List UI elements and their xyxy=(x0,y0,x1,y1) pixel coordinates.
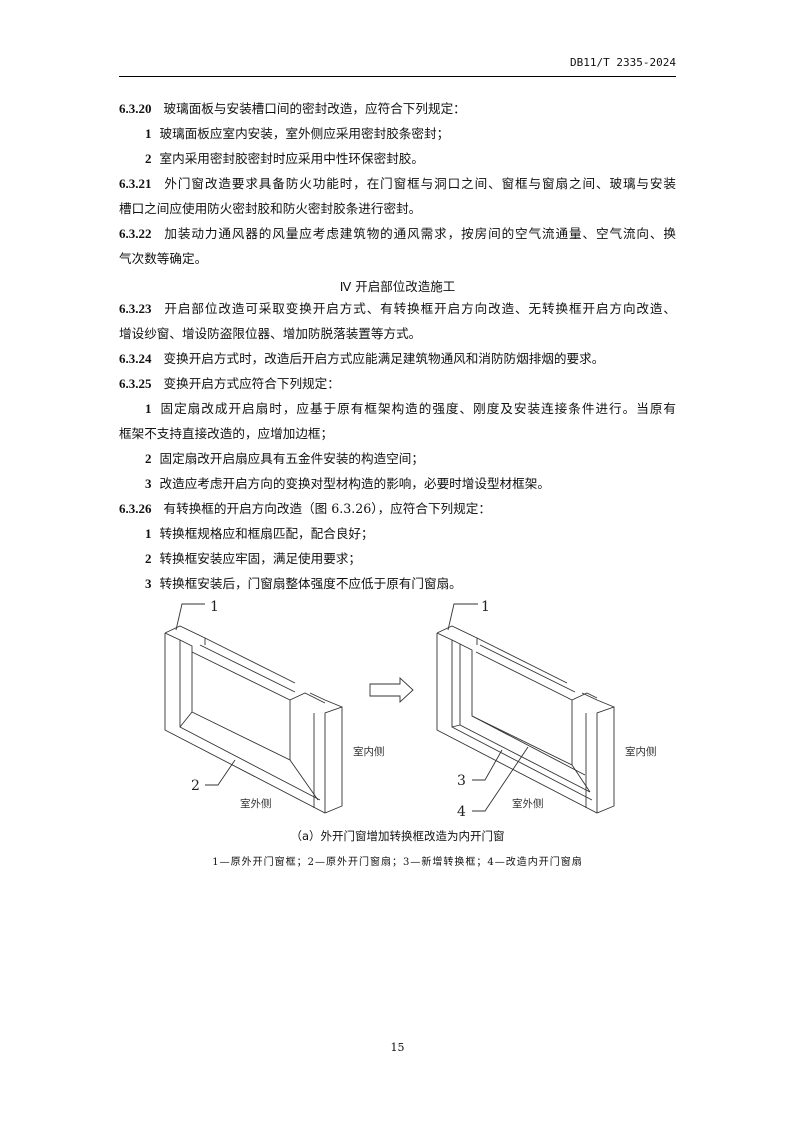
item-text: 转换框安装应牢固，满足使用要求； xyxy=(159,551,362,566)
clause-number: 6.3.20 xyxy=(119,101,152,116)
item-number: 2 xyxy=(145,151,152,166)
label-4: 4 xyxy=(457,804,466,820)
list-item: 3 改造应考虑开启方向的变换对型材构造的影响，必要时增设型材框架。 xyxy=(119,476,676,492)
clause-6-3-25: 6.3.25 变换开启方式应符合下列规定： xyxy=(119,376,676,392)
item-text: 转换框安装后，门窗扇整体强度不应低于原有门窗扇。 xyxy=(159,576,462,591)
clause-text: 变换开启方式应符合下列规定： xyxy=(163,376,340,391)
indoor-label-left: 室内侧 xyxy=(353,745,385,758)
figure-legend: 1—原外开门窗框；2—原外开门窗扇；3—新增转换框；4—改造内开门窗扇 xyxy=(212,857,583,868)
label-3: 3 xyxy=(457,773,466,789)
original-window-frame xyxy=(164,625,343,814)
leader-lines xyxy=(175,603,529,812)
list-item: 3 转换框安装后，门窗扇整体强度不应低于原有门窗扇。 xyxy=(119,576,676,592)
list-item: 2 转换框安装应牢固，满足使用要求； xyxy=(119,551,676,567)
clause-6-3-23: 6.3.23 开启部位改造可采取变换开启方式、有转换框开启方向改造、无转换框开启方… xyxy=(119,301,676,317)
clause-number: 6.3.23 xyxy=(119,301,152,316)
clause-number: 6.3.24 xyxy=(119,351,152,366)
section-heading: Ⅳ 开启部位改造施工 xyxy=(339,279,456,294)
item-number: 1 xyxy=(145,126,152,141)
clause-number: 6.3.25 xyxy=(119,376,152,391)
page-number: 15 xyxy=(390,1041,405,1054)
clause-continuation: 增设纱窗、增设防盗限位器、增加防脱落装置等方式。 xyxy=(119,326,422,341)
clause-number: 6.3.22 xyxy=(119,226,152,241)
clause-number: 6.3.21 xyxy=(119,176,152,191)
clause-text: 玻璃面板与安装槽口间的密封改造，应符合下列规定： xyxy=(163,101,466,116)
label-1-right: 1 xyxy=(481,599,490,615)
item-text: 改造应考虑开启方向的变换对型材构造的影响，必要时增设型材框架。 xyxy=(159,476,550,491)
item-number: 2 xyxy=(145,451,152,466)
figure-caption: （a）外开门窗增加转换框改造为内开门窗 xyxy=(290,829,505,843)
indoor-label-right: 室内侧 xyxy=(625,745,657,758)
clause-6-3-21: 6.3.21 外门窗改造要求具备防火功能时，在门窗框与洞口之间、窗框与窗扇之间、玻… xyxy=(119,176,676,192)
clause-continuation: 槽口之间应使用防火密封胶和防火密封胶条进行密封。 xyxy=(119,201,422,216)
item-number: 1 xyxy=(145,526,152,541)
item-number: 3 xyxy=(145,576,152,591)
clause-6-3-26: 6.3.26 有转换框的开启方向改造（图 6.3.26），应符合下列规定： xyxy=(119,501,676,517)
item-number: 2 xyxy=(145,551,152,566)
list-item: 2 固定扇改开启扇应具有五金件安装的构造空间； xyxy=(119,451,676,467)
clause-number: 6.3.26 xyxy=(119,501,152,516)
doc-code: DB11/T 2335-2024 xyxy=(570,56,676,69)
outdoor-label-right: 室外侧 xyxy=(512,797,544,810)
item-number: 1 xyxy=(145,401,152,416)
list-item: 1 玻璃面板应室内安装，室外侧应采用密封胶条密封； xyxy=(119,126,676,142)
clause-6-3-24: 6.3.24 变换开启方式时，改造后开启方式应能满足建筑物通风和消防防烟排烟的要求… xyxy=(119,351,676,367)
item-continuation: 框架不支持直接改造的，应增加边框； xyxy=(119,426,334,441)
item-number: 3 xyxy=(145,476,152,491)
label-1-left: 1 xyxy=(210,599,219,615)
list-item: 2 室内采用密封胶密封时应采用中性环保密封胶。 xyxy=(119,151,676,167)
converted-window-frame xyxy=(436,625,615,814)
item-text: 室内采用密封胶密封时应采用中性环保密封胶。 xyxy=(159,151,424,166)
clause-text: 外门窗改造要求具备防火功能时，在门窗框与洞口之间、窗框与窗扇之间、玻璃与安装 xyxy=(163,176,677,191)
label-2: 2 xyxy=(191,778,200,794)
header-rule xyxy=(119,76,676,77)
list-item: 1 固定扇改成开启扇时，应基于原有框架构造的强度、刚度及安装连接条件进行。当原有 xyxy=(119,401,676,417)
clause-text: 有转换框的开启方向改造（图 6.3.26），应符合下列规定： xyxy=(163,501,491,516)
arrow-icon xyxy=(369,676,414,704)
clause-text: 变换开启方式时，改造后开启方式应能满足建筑物通风和消防防烟排烟的要求。 xyxy=(163,351,605,366)
clause-continuation: 气次数等确定。 xyxy=(119,251,208,266)
item-text: 转换框规格应和框扇匹配，配合良好； xyxy=(159,526,374,541)
item-text: 固定扇改成开启扇时，应基于原有框架构造的强度、刚度及安装连接条件进行。当原有 xyxy=(159,401,677,416)
item-text: 固定扇改开启扇应具有五金件安装的构造空间； xyxy=(159,451,424,466)
clause-6-3-22: 6.3.22 加装动力通风器的风量应考虑建筑物的通风需求，按房间的空气流通量、空气… xyxy=(119,226,676,242)
item-text: 玻璃面板应室内安装，室外侧应采用密封胶条密封； xyxy=(159,126,450,141)
list-item: 1 转换框规格应和框扇匹配，配合良好； xyxy=(119,526,676,542)
clause-text: 加装动力通风器的风量应考虑建筑物的通风需求，按房间的空气流通量、空气流向、换 xyxy=(163,226,677,241)
clause-text: 开启部位改造可采取变换开启方式、有转换框开启方向改造、无转换框开启方向改造、 xyxy=(163,301,677,316)
outdoor-label-left: 室外侧 xyxy=(240,797,272,810)
clause-6-3-20: 6.3.20 玻璃面板与安装槽口间的密封改造，应符合下列规定： xyxy=(119,101,676,117)
